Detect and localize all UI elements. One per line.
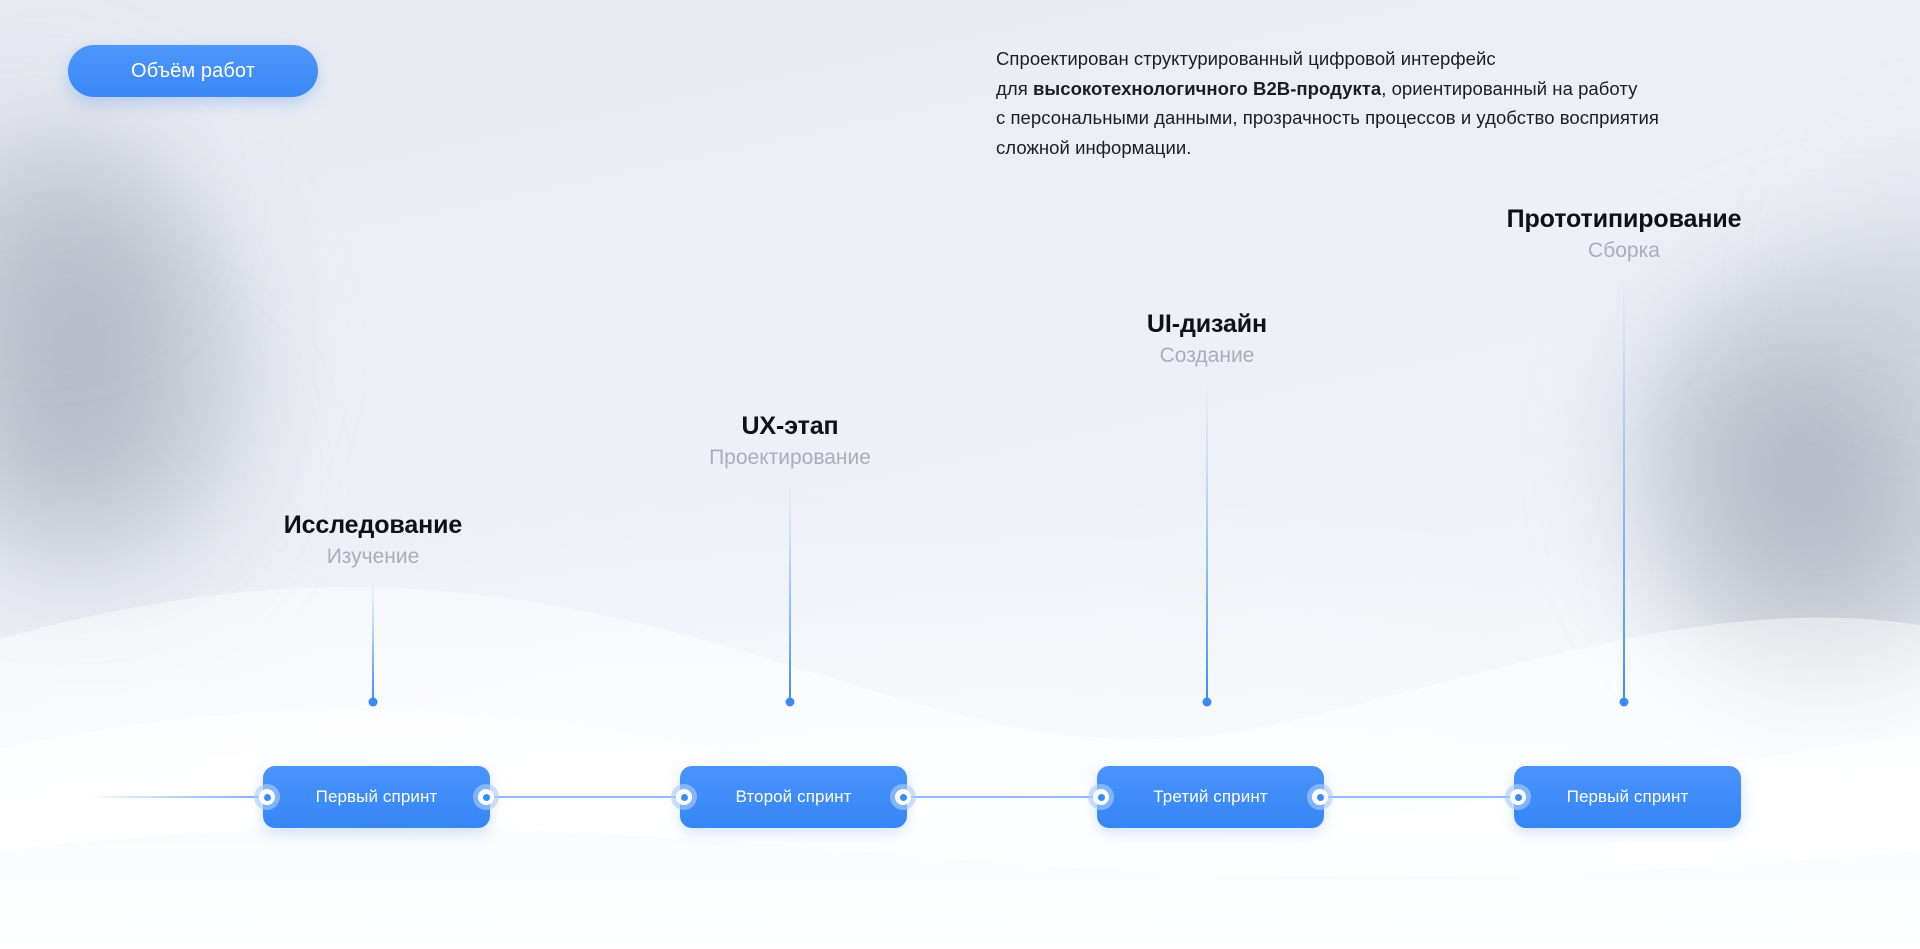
milestone-research-subtitle: Изучение [326,545,420,568]
milestone-ux-title: UX-этап [741,412,839,440]
background-blur-shape-right-tertiary [1790,120,1920,400]
intro-line-1: Спроектирован структурированный цифровой… [996,48,1496,69]
track-line-2-3 [907,796,1100,798]
milestone-ux-subtitle: Проектирование [709,446,871,469]
milestone-ui-subtitle: Создание [1159,344,1255,367]
sprint-box-4[interactable]: Первый спринт [1514,766,1741,828]
intro-line-2-highlight: высокотехнологичного B2B-продукта [1032,77,1382,99]
milestone-ui: UI-дизайн Создание [1147,310,1267,368]
sprint-connector-1-left[interactable] [254,784,280,810]
milestone-prototyping-title: Прототипирование [1506,205,1742,233]
milestone-ux-stem [789,481,791,702]
sprint-box-2-label: Второй спринт [735,787,852,806]
milestone-prototyping: Прототипирование Сборка [1507,205,1742,263]
intro-line-3: с персональными данными, прозрачность пр… [996,107,1659,128]
background-blur-shape-right [1620,230,1920,700]
sprint-box-2[interactable]: Второй спринт [680,766,907,828]
milestone-research-stem-dot [368,697,378,707]
milestone-prototyping-subtitle: Сборка [1588,239,1660,262]
scope-of-work-pill[interactable]: Объём работ [68,45,318,97]
milestone-prototyping-stem-dot [1619,697,1629,707]
milestone-research-title: Исследование [283,511,463,539]
milestone-ui-stem-dot [1202,697,1212,707]
sprint-connector-1-right[interactable] [473,784,499,810]
background-blur-shape-left [0,150,270,580]
intro-paragraph: Спроектирован структурированный цифровой… [996,44,1806,162]
sprint-box-1[interactable]: Первый спринт [263,766,490,828]
milestone-ux-stem-dot [785,697,795,707]
milestone-prototyping-stem [1623,274,1625,702]
milestone-ui-stem [1206,379,1208,702]
scope-of-work-pill-label: Объём работ [131,59,255,82]
background-blur-shape-right-secondary [1670,430,1920,750]
sprint-connector-4-left[interactable] [1505,784,1531,810]
track-line-1-2 [490,796,683,798]
milestone-research: Исследование Изучение [284,511,463,569]
sprint-box-1-label: Первый спринт [315,787,438,806]
sprint-box-3-label: Третий спринт [1153,787,1268,806]
milestone-ux: UX-этап Проектирование [709,412,871,470]
sprint-connector-3-right[interactable] [1307,784,1333,810]
sprint-box-3[interactable]: Третий спринт [1097,766,1324,828]
sprint-connector-2-left[interactable] [671,784,697,810]
sprint-connector-2-right[interactable] [890,784,916,810]
background-blur-shape-left-tertiary [0,60,180,320]
milestone-ui-title: UI-дизайн [1146,310,1268,338]
track-line-3-4 [1324,796,1517,798]
sprint-track: Первый спринт Второй спринт Третий сприн… [0,766,1920,828]
milestone-research-stem [372,580,374,702]
intro-line-4: сложной информации. [996,136,1192,158]
track-line-lead-in [88,796,263,798]
sprint-box-4-label: Первый спринт [1566,787,1689,806]
background-blur-shape-left-secondary [0,330,270,630]
intro-line-2-prefix: для [996,77,1033,99]
intro-line-2-suffix: , ориентированный на работу [1381,77,1638,99]
sprint-connector-3-left[interactable] [1088,784,1114,810]
background-wave-decoration [0,587,1920,949]
